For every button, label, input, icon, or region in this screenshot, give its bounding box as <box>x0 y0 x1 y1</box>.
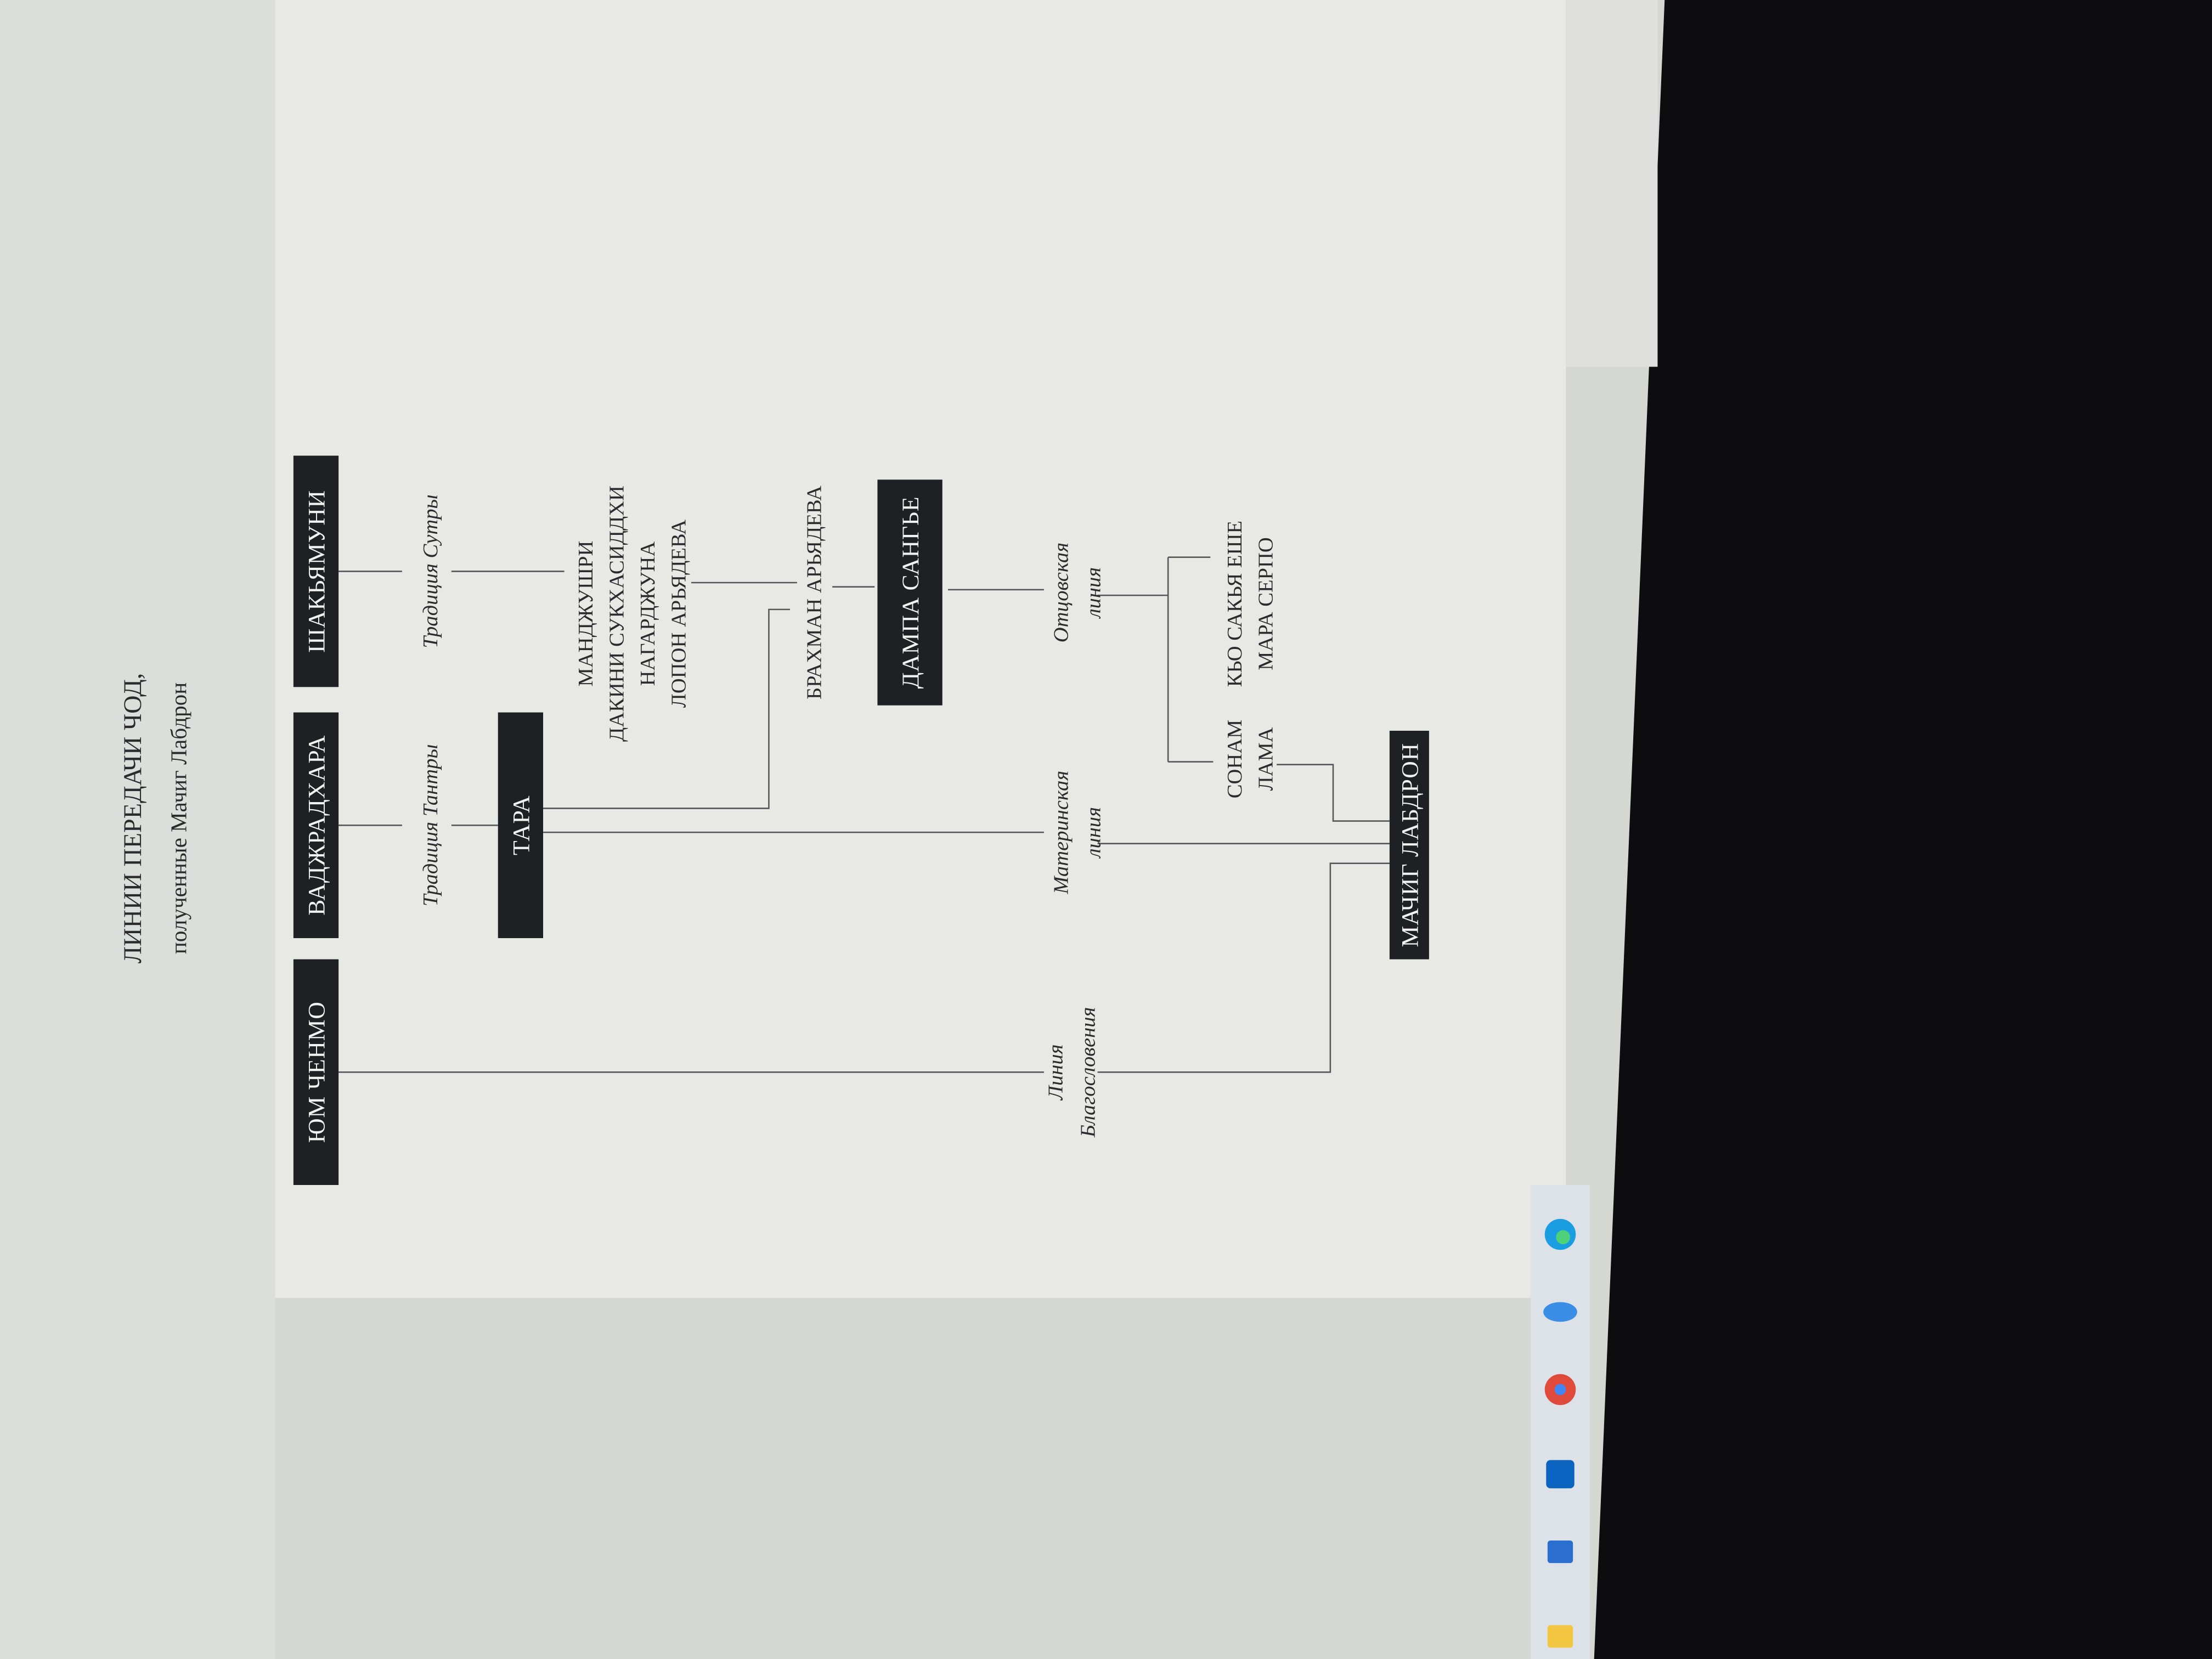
label-line: линия <box>1082 567 1105 619</box>
name-brahman-aryadeva: БРАХМАН АРЬЯДЕВА <box>803 486 826 699</box>
name-kyo-sakya-yeshe: КЬО САКЬЯ ЕШЕ МАРА СЕРПО <box>1223 521 1278 687</box>
name: ДАКИНИ СУКХАСИДДХИ <box>606 486 629 742</box>
lineage-diagram: ЛИНИИ ПЕРЕДАЧИ ЧОД, полученные Мачиг Лаб… <box>119 455 1429 1185</box>
window-edge <box>1566 0 1658 367</box>
node-dampa-sangye: ДАМПА САНГЬЕ <box>877 479 943 706</box>
label-sutra-tradition: Традиция Сутры <box>419 494 442 648</box>
diagram-title: ЛИНИИ ПЕРЕДАЧИ ЧОД, <box>119 673 147 964</box>
app-margin <box>0 0 275 1659</box>
node-label: ШАКЬЯМУНИ <box>303 490 330 653</box>
label-line: линия <box>1082 807 1105 859</box>
name: ЛАМА <box>1254 727 1277 791</box>
node-vajradhara: ВАДЖРАДХАРА <box>293 712 339 939</box>
node-tara: ТАРА <box>498 712 543 939</box>
node-shakyamuni: ШАКЬЯМУНИ <box>293 455 339 687</box>
name: ЛОПОН АРЬЯДЕВА <box>668 520 691 708</box>
name-sonam-lama: СОНАМ ЛАМА <box>1223 720 1278 799</box>
label-line: Отцовская <box>1050 543 1073 642</box>
label-father-line: Отцовская линия <box>1050 543 1105 642</box>
node-machig-labdron: МАЧИГ ЛАБДРОН <box>1389 731 1429 960</box>
label-line: Материнская <box>1050 771 1073 895</box>
store-icon[interactable] <box>1547 1541 1573 1564</box>
label-blessing-line: Линия Благословения <box>1044 1007 1099 1138</box>
connector-lines <box>338 556 1390 1073</box>
node-label: ЮМ ЧЕНМО <box>303 1001 330 1143</box>
label-tantra-tradition: Традиция Тантры <box>419 744 442 906</box>
edge-icon[interactable] <box>1544 1218 1576 1250</box>
node-label: МАЧИГ ЛАБДРОН <box>1397 743 1423 947</box>
diagram-subtitle: полученные Мачиг Лабдрон <box>166 682 191 954</box>
outlook-icon[interactable] <box>1546 1460 1575 1488</box>
onedrive-icon[interactable] <box>1543 1302 1577 1322</box>
label-line: Линия <box>1044 1044 1067 1101</box>
name: КЬО САКЬЯ ЕШЕ <box>1223 521 1246 687</box>
taskbar <box>1531 1185 1590 1659</box>
name: НАГАРДЖУНА <box>636 541 659 686</box>
file-explorer-icon[interactable] <box>1547 1625 1573 1648</box>
node-label: ДАМПА САНГЬЕ <box>898 496 924 689</box>
name: СОНАМ <box>1223 720 1246 799</box>
node-yum-chenmo: ЮМ ЧЕНМО <box>293 959 339 1185</box>
node-label: ТАРА <box>508 795 534 855</box>
node-label: ВАДЖРАДХАРА <box>303 735 330 916</box>
sutra-lineage-names: МАНДЖУШРИ ДАКИНИ СУКХАСИДДХИ НАГАРДЖУНА … <box>574 486 691 742</box>
chrome-icon[interactable] <box>1544 1374 1576 1406</box>
name: МАРА СЕРПО <box>1254 537 1277 670</box>
name: МАНДЖУШРИ <box>574 541 597 687</box>
label-line: Благословения <box>1076 1007 1099 1138</box>
label-mother-line: Материнская линия <box>1050 771 1105 895</box>
